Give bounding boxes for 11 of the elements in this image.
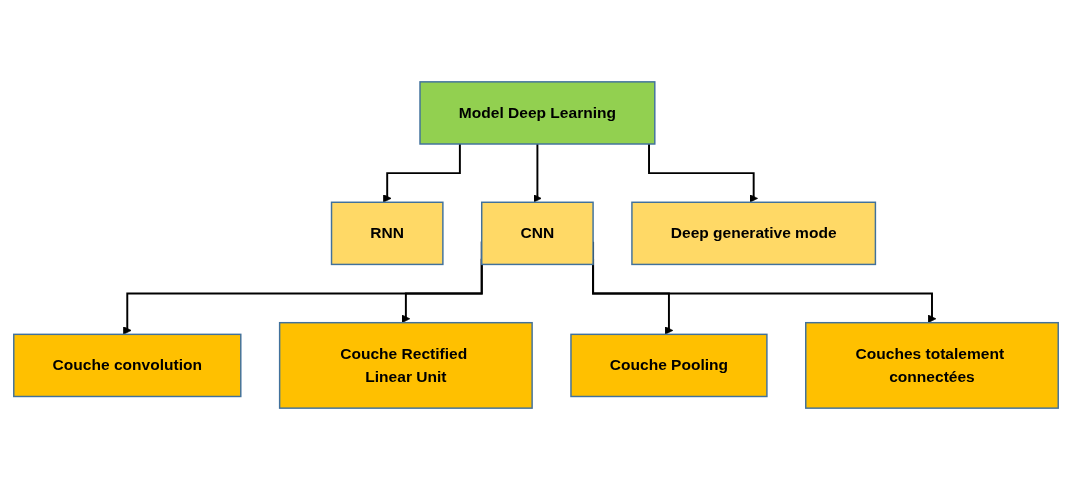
node-box: RNN [330,201,444,265]
arrow [382,142,461,203]
node-box: CNN [481,201,594,265]
node-box: Couches totalement connectées [805,321,1059,409]
arrow [533,142,542,203]
node-box: Couche convolution [13,333,242,397]
node-box: Couche Rectified Linear Unit [278,321,533,409]
node-box: Deep generative mode [631,201,877,265]
arrow [648,142,758,203]
node-box: Model Deep Learning [419,80,656,145]
node-box: Couche Pooling [570,333,768,397]
